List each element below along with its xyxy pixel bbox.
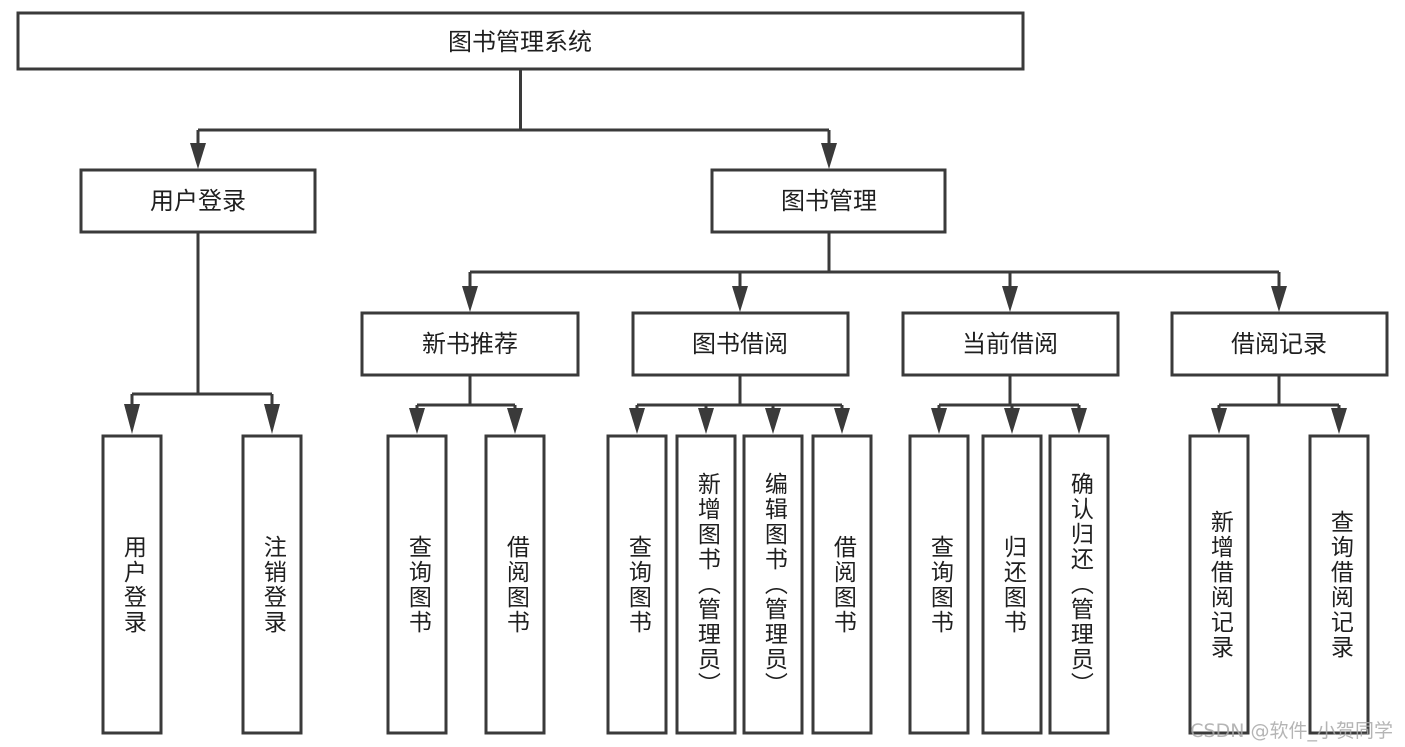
node-new-book-recommend-label: 新书推荐 bbox=[422, 330, 518, 358]
node-root[interactable]: 图书管理系统 bbox=[16, 11, 1025, 71]
node-book-borrow-box[interactable] bbox=[631, 311, 850, 377]
node-current-borrow[interactable]: 当前借阅 bbox=[901, 311, 1120, 377]
leaf-box-query-book-3[interactable] bbox=[908, 434, 970, 735]
leaf-box-query-book-1[interactable] bbox=[386, 434, 448, 735]
arrow-head-book-borrow bbox=[732, 286, 748, 312]
node-root-box[interactable] bbox=[16, 11, 1025, 71]
arrow-head-new-book-rec bbox=[462, 286, 478, 312]
node-borrow-record-box[interactable] bbox=[1170, 311, 1389, 377]
node-new-book-recommend-box[interactable] bbox=[360, 311, 580, 377]
arrow-head-borrow-record bbox=[1271, 286, 1287, 312]
arrow-head-book-mgmt bbox=[821, 143, 837, 169]
arrow-head-leaf-add-record bbox=[1211, 408, 1227, 434]
node-current-borrow-label: 当前借阅 bbox=[962, 330, 1058, 358]
leaf-box-group bbox=[101, 434, 1370, 735]
node-user-login[interactable]: 用户登录 bbox=[79, 168, 317, 234]
connector-group-root bbox=[190, 69, 837, 169]
arrow-head-leaf-user-login bbox=[124, 404, 140, 434]
arrow-head-leaf-query-book-1 bbox=[409, 408, 425, 434]
arrow-head-leaf-query-book-2 bbox=[629, 408, 645, 434]
connector-group-borrow-record bbox=[1211, 375, 1347, 434]
node-book-borrow[interactable]: 图书借阅 bbox=[631, 311, 850, 377]
leaf-box-borrow-book-2[interactable] bbox=[811, 434, 873, 735]
arrow-head-current-borrow bbox=[1002, 286, 1018, 312]
connector-group-user-login bbox=[124, 232, 280, 434]
arrow-head-leaf-query-book-3 bbox=[931, 408, 947, 434]
arrow-head-leaf-logout bbox=[264, 404, 280, 434]
node-current-borrow-box[interactable] bbox=[901, 311, 1120, 377]
leaf-box-add-book[interactable] bbox=[675, 434, 737, 735]
arrow-head-leaf-return-book bbox=[1004, 408, 1020, 434]
node-book-management-label: 图书管理 bbox=[781, 187, 877, 215]
node-new-book-recommend[interactable]: 新书推荐 bbox=[360, 311, 580, 377]
leaf-box-query-record[interactable] bbox=[1308, 434, 1370, 735]
node-borrow-record[interactable]: 借阅记录 bbox=[1170, 311, 1389, 377]
connector-group-new-book-rec bbox=[409, 375, 523, 434]
leaf-box-add-record[interactable] bbox=[1188, 434, 1250, 735]
connector-group-book-mgmt bbox=[462, 232, 1287, 312]
leaf-box-return-book[interactable] bbox=[981, 434, 1043, 735]
arrow-head-leaf-add-book bbox=[698, 408, 714, 434]
leaf-box-edit-book[interactable] bbox=[742, 434, 804, 735]
node-root-label: 图书管理系统 bbox=[448, 28, 592, 56]
leaf-box-query-book-2[interactable] bbox=[606, 434, 668, 735]
leaf-box-user-login[interactable] bbox=[101, 434, 163, 735]
connector-group-book-borrow bbox=[629, 375, 850, 434]
leaf-box-borrow-book-1[interactable] bbox=[484, 434, 546, 735]
arrow-head-user-login bbox=[190, 143, 206, 169]
arrow-head-leaf-borrow-book-2 bbox=[834, 408, 850, 434]
arrow-head-leaf-query-record bbox=[1331, 408, 1347, 434]
connector-group-current-borrow bbox=[931, 375, 1087, 434]
node-book-management-box[interactable] bbox=[710, 168, 947, 234]
node-book-management[interactable]: 图书管理 bbox=[710, 168, 947, 234]
arrow-head-leaf-confirm-return bbox=[1071, 408, 1087, 434]
arrow-head-leaf-borrow-book-1 bbox=[507, 408, 523, 434]
node-user-login-box[interactable] bbox=[79, 168, 317, 234]
node-borrow-record-label: 借阅记录 bbox=[1231, 330, 1327, 358]
leaf-box-confirm-return[interactable] bbox=[1048, 434, 1110, 735]
node-user-login-label: 用户登录 bbox=[150, 187, 246, 215]
arrow-head-leaf-edit-book bbox=[765, 408, 781, 434]
node-book-borrow-label: 图书借阅 bbox=[692, 330, 788, 358]
leaf-box-logout[interactable] bbox=[241, 434, 303, 735]
